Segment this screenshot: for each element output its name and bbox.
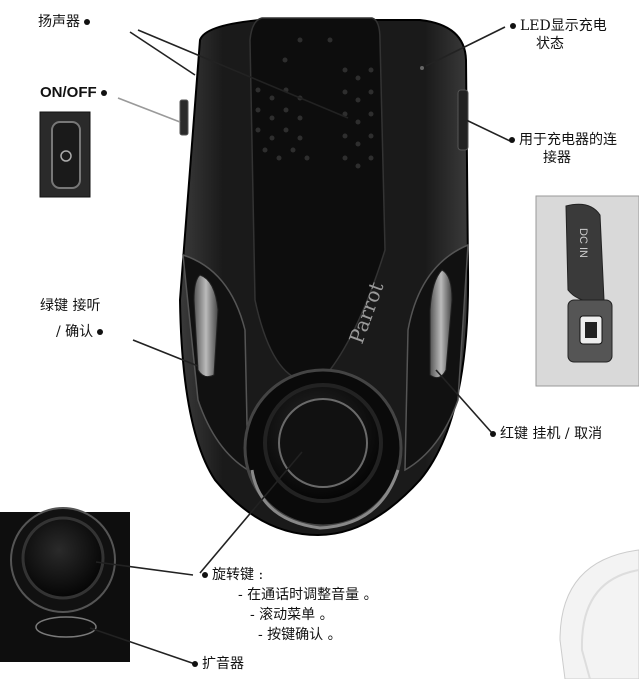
label-connector: 用于充电器的连 接器 xyxy=(505,131,617,167)
rotary-dial[interactable] xyxy=(243,368,403,530)
bullet-icon xyxy=(202,572,208,578)
label-green-key: 绿键 接听 / 确认 xyxy=(40,297,107,349)
label-amplifier: 扩音器 xyxy=(188,655,244,673)
bullet-icon xyxy=(490,431,496,437)
onoff-inset xyxy=(39,111,91,198)
dcin-inset: DC IN xyxy=(535,195,639,387)
bullet-icon xyxy=(100,90,107,97)
side-onoff xyxy=(179,99,189,136)
green-key xyxy=(193,274,219,378)
label-red-key: 红键 挂机 / 取消 xyxy=(486,425,602,443)
red-key xyxy=(429,269,453,379)
bullet-icon xyxy=(192,661,198,667)
led-indicator xyxy=(420,66,424,70)
svg-text:DC IN: DC IN xyxy=(577,228,589,258)
bullet-icon xyxy=(509,137,515,143)
speaker-grille xyxy=(255,37,374,169)
background-decor xyxy=(559,549,639,679)
bullet-icon xyxy=(97,329,104,335)
label-onoff: ON/OFF xyxy=(40,84,111,102)
device-body xyxy=(178,17,470,537)
dial-inset xyxy=(0,507,130,662)
bullet-icon xyxy=(84,19,90,25)
label-led: LED显示充电 状态 xyxy=(506,17,607,53)
label-speaker: 扬声器 xyxy=(38,13,94,31)
leader-lines xyxy=(89,26,511,665)
bullet-icon xyxy=(510,23,516,29)
label-dial: 旋转键 : - 在通话时调整音量 。 - 滚动菜单 。 - 按键确认 。 xyxy=(198,565,378,645)
